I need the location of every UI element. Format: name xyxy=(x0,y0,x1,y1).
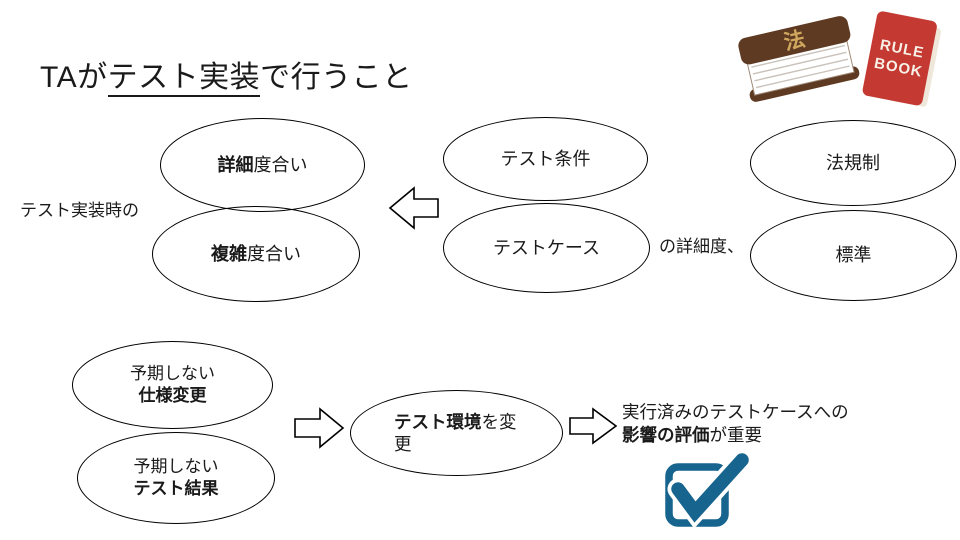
ellipse-change-test-env: テスト環境を変更 xyxy=(350,390,563,476)
ellipse-detail-level: 詳細度合い xyxy=(160,118,365,212)
ellipse-unexpected-spec-change: 予期しない 仕様変更 xyxy=(72,341,273,429)
impact-note: 実行済みのテストケースへの 影響の評価が重要 xyxy=(622,401,849,447)
title-pre: TAが xyxy=(40,61,108,94)
law-book-icon: 法 xyxy=(738,16,860,102)
arrow-left-icon xyxy=(388,186,439,230)
arrow-right-icon-2 xyxy=(569,407,618,445)
ellipse-unexpected-test-results: 予期しない テスト結果 xyxy=(77,432,275,524)
title-post: で行うこと xyxy=(260,61,413,94)
ellipse-regulations-label: 法規制 xyxy=(826,152,880,173)
ellipse-unexpected-spec-change-label: 予期しない 仕様変更 xyxy=(130,364,215,405)
title-underlined: テスト実装 xyxy=(107,61,261,97)
ellipse-standards-label: 標準 xyxy=(835,245,872,265)
label-test-implementation-context: テスト実装時の xyxy=(20,201,139,220)
impact-note-rest: が重要 xyxy=(709,425,763,445)
impact-note-line1: 実行済みのテストケースへの xyxy=(622,402,849,422)
ellipse-test-cases: テストケース xyxy=(443,203,650,293)
ellipse-detail-level-label: 詳細度合い xyxy=(217,154,308,175)
label-granularity: の詳細度、 xyxy=(659,237,744,256)
page-title: TAがテスト実装で行うこと xyxy=(40,52,413,97)
checkbox-check-icon xyxy=(665,450,752,529)
rule-book-icon: RULE BOOK xyxy=(862,11,941,107)
arrow-right-icon-1 xyxy=(294,407,345,449)
ellipse-complexity-level: 複雑度合い xyxy=(152,206,360,302)
ellipse-complexity-level-label: 複雑度合い xyxy=(211,243,301,264)
ellipse-test-conditions: テスト条件 xyxy=(443,117,648,201)
ellipse-regulations: 法規制 xyxy=(750,120,956,206)
ellipse-change-test-env-label: テスト環境を変更 xyxy=(394,412,517,454)
books-illustration: 法 RULE BOOK xyxy=(738,11,941,107)
ellipse-unexpected-test-results-label: 予期しない テスト結果 xyxy=(133,457,219,498)
ellipse-standards: 標準 xyxy=(750,210,957,301)
ellipse-test-conditions-label: テスト条件 xyxy=(500,148,591,169)
ellipse-test-cases-label: テストケース xyxy=(492,237,601,258)
impact-note-bold: 影響の評価 xyxy=(622,425,710,445)
